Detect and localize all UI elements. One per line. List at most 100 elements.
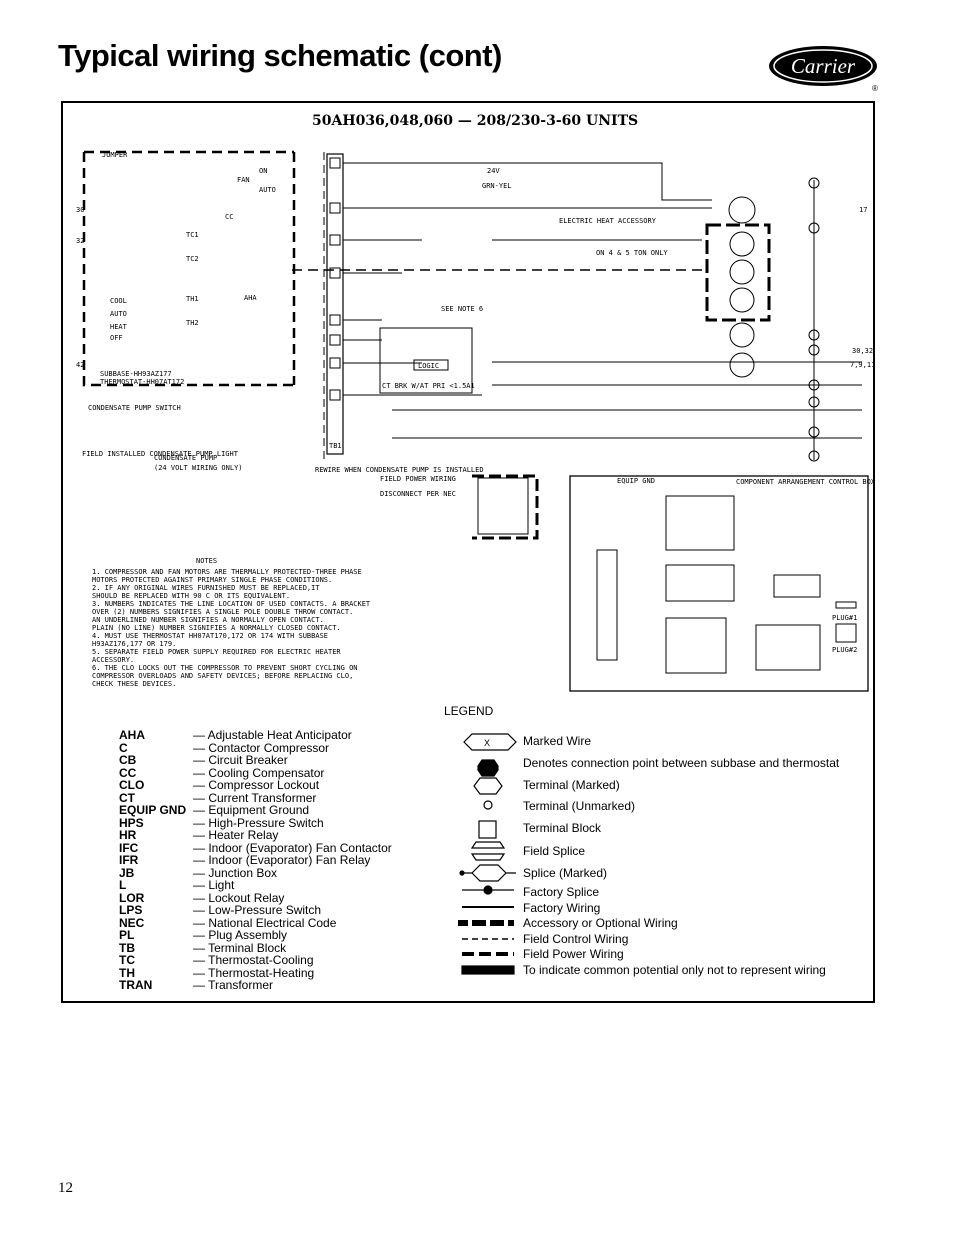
common-potential-icon xyxy=(461,965,515,975)
list-item: LOR — Lockout Relay xyxy=(119,890,392,905)
page-title: Typical wiring schematic (cont) xyxy=(58,38,502,73)
carrier-logo: Carrier ® xyxy=(769,46,878,92)
svg-text:(24 VOLT WIRING ONLY): (24 VOLT WIRING ONLY) xyxy=(154,464,243,472)
abbr-desc: — High-Pressure Switch xyxy=(193,815,324,830)
list-item: TB— Terminal Block xyxy=(119,940,392,955)
abbr-key: TH xyxy=(119,965,135,980)
abbr-key: TB xyxy=(119,940,135,955)
list-item: PL— Plug Assembly xyxy=(119,929,392,942)
svg-text:FAN: FAN xyxy=(237,176,250,184)
svg-text:LOGIC: LOGIC xyxy=(418,362,439,370)
svg-text:PLUG#2: PLUG#2 xyxy=(832,646,857,654)
svg-text:TC1: TC1 xyxy=(186,231,199,239)
legend-label: Field Power Wiring xyxy=(523,947,624,961)
abbr-desc: — Plug Assembly xyxy=(193,928,288,942)
legend-label: Splice (Marked) xyxy=(523,866,608,880)
svg-text:FIELD POWER WIRING: FIELD POWER WIRING xyxy=(380,475,456,483)
svg-text:SEE NOTE 6: SEE NOTE 6 xyxy=(441,305,483,313)
list-item: TRAN — Transformer xyxy=(119,979,392,992)
list-item: CT — Current Transformer xyxy=(119,790,392,805)
svg-text:24V: 24V xyxy=(487,167,500,175)
abbr-key: IFR xyxy=(119,853,139,867)
svg-text:NOTES: NOTES xyxy=(196,557,217,565)
svg-text:CT BRK W/AT PRI <1.5A1: CT BRK W/AT PRI <1.5A1 xyxy=(382,382,475,390)
svg-text:17: 17 xyxy=(859,206,867,214)
svg-text:4. MUST USE THERMOSTAT HH07AT1: 4. MUST USE THERMOSTAT HH07AT170,172 OR … xyxy=(92,632,328,640)
list-item: HPS — High-Pressure Switch xyxy=(119,815,392,830)
svg-text:JUMPER: JUMPER xyxy=(102,151,128,159)
abbr-desc: — Heater Relay xyxy=(193,828,279,842)
svg-text:FIELD INSTALLED CONDENSATE PUM: FIELD INSTALLED CONDENSATE PUMP LIGHT xyxy=(82,450,239,458)
legend-label: Terminal (Unmarked) xyxy=(523,799,636,813)
connection-point-icon xyxy=(477,759,499,777)
abbr-desc: — Transformer xyxy=(193,978,274,992)
abbr-key: TC xyxy=(119,953,135,967)
abbr-desc: — Low-Pressure Switch xyxy=(193,903,322,917)
svg-text:OFF: OFF xyxy=(110,334,123,342)
svg-text:CHECK THESE DEVICES.: CHECK THESE DEVICES. xyxy=(92,680,176,688)
legend-heading: LEGEND xyxy=(444,704,494,718)
abbr-key: NEC xyxy=(119,915,145,930)
abbr-key: HPS xyxy=(119,815,144,830)
svg-text:Carrier: Carrier xyxy=(791,54,856,78)
legend-label: Marked Wire xyxy=(523,734,592,748)
svg-text:HEAT: HEAT xyxy=(110,323,128,331)
svg-text:5. SEPARATE FIELD POWER SUPPLY: 5. SEPARATE FIELD POWER SUPPLY REQUIRED … xyxy=(92,648,341,656)
legend-label: Field Control Wiring xyxy=(523,932,629,946)
abbr-desc: — Adjustable Heat Anticipator xyxy=(193,728,352,742)
svg-text:GRN-YEL: GRN-YEL xyxy=(482,182,512,190)
svg-text:3. NUMBERS INDICATES THE LINE: 3. NUMBERS INDICATES THE LINE LOCATION O… xyxy=(92,600,371,608)
svg-text:CC: CC xyxy=(225,213,233,221)
svg-text:X: X xyxy=(484,738,490,748)
abbr-desc: — Indoor (Evaporator) Fan Relay xyxy=(193,853,371,867)
svg-text:AHA: AHA xyxy=(244,294,257,302)
svg-text:PLAIN (NO LINE) NUMBER SIGNIFI: PLAIN (NO LINE) NUMBER SIGNIFIES A NORMA… xyxy=(92,624,341,632)
list-item: C— Contactor Compressor xyxy=(119,741,392,755)
svg-text:ACCESSORY.: ACCESSORY. xyxy=(92,656,134,664)
abbr-desc: — Thermostat-Heating xyxy=(193,965,315,980)
legend-label: Field Splice xyxy=(523,844,586,858)
svg-text:DISCONNECT PER NEC: DISCONNECT PER NEC xyxy=(380,490,456,498)
list-item: IFC— Indoor (Evaporator) Fan Contactor xyxy=(119,840,392,855)
notes: NOTES 1. COMPRESSOR AND FAN MOTORS ARE T… xyxy=(92,557,371,688)
abbr-key: CC xyxy=(119,765,137,780)
list-item: CC— Cooling Compensator xyxy=(119,765,392,780)
abbr-key: LOR xyxy=(119,890,145,905)
svg-text:SHOULD BE REPLACED WITH 90 C O: SHOULD BE REPLACED WITH 90 C OR ITS EQUI… xyxy=(92,592,290,600)
svg-text:CONDENSATE PUMP SWITCH: CONDENSATE PUMP SWITCH xyxy=(88,404,181,412)
terminal-block-icon xyxy=(478,820,497,839)
svg-text:COMPONENT ARRANGEMENT CONTROL: COMPONENT ARRANGEMENT CONTROL BOX xyxy=(736,478,874,486)
list-item: AHA— Adjustable Heat Anticipator xyxy=(119,729,392,742)
abbr-key: CT xyxy=(119,790,135,805)
abbr-key: CB xyxy=(119,753,137,767)
abbr-desc: — Compressor Lockout xyxy=(193,778,320,792)
svg-text:2. IF ANY ORIGINAL WIRES FURNI: 2. IF ANY ORIGINAL WIRES FURNISHED MUST … xyxy=(92,584,320,592)
svg-text:TB1: TB1 xyxy=(329,442,342,450)
list-item: JB— Junction Box xyxy=(119,866,392,880)
list-item: TC— Thermostat-Cooling xyxy=(119,954,392,967)
svg-text:REWIRE WHEN CONDENSATE PUMP IS: REWIRE WHEN CONDENSATE PUMP IS INSTALLED xyxy=(315,466,484,474)
abbr-desc: — Circuit Breaker xyxy=(193,753,288,767)
abbr-desc: — Current Transformer xyxy=(193,790,317,805)
list-item: CLO — Compressor Lockout xyxy=(119,779,392,792)
svg-text:EQUIP GND: EQUIP GND xyxy=(617,477,655,485)
abbr-key: TRAN xyxy=(119,978,153,992)
svg-text:H93AZ176,177 OR 179.: H93AZ176,177 OR 179. xyxy=(92,640,176,648)
abbr-desc: — Indoor (Evaporator) Fan Contactor xyxy=(193,840,392,855)
list-item: TH — Thermostat-Heating xyxy=(119,965,392,980)
svg-text:THERMOSTAT-HH07AT172: THERMOSTAT-HH07AT172 xyxy=(100,378,184,386)
abbr-desc: — Light xyxy=(193,878,235,892)
abbr-key: EQUIP GND xyxy=(119,803,187,817)
diagram-title: 50AH036,048,060 — 208/230-3-60 UNITS xyxy=(312,113,639,129)
svg-text:MOTORS PROTECTED AGAINST PRIMA: MOTORS PROTECTED AGAINST PRIMARY SINGLE … xyxy=(92,576,332,584)
marked-terminal-icon xyxy=(473,777,503,795)
abbr-key: CLO xyxy=(119,778,145,792)
legend-label: To indicate common potential only not to… xyxy=(523,963,826,977)
marked-splice-icon xyxy=(462,864,516,882)
svg-text:ON: ON xyxy=(259,167,267,175)
svg-text:ELECTRIC HEAT ACCESSORY: ELECTRIC HEAT ACCESSORY xyxy=(559,217,657,225)
legend-label: Terminal (Marked) xyxy=(523,778,620,792)
abbr-key: HR xyxy=(119,828,137,842)
abbr-desc: — Lockout Relay xyxy=(193,890,285,905)
svg-text:7,9,11: 7,9,11 xyxy=(850,361,874,369)
